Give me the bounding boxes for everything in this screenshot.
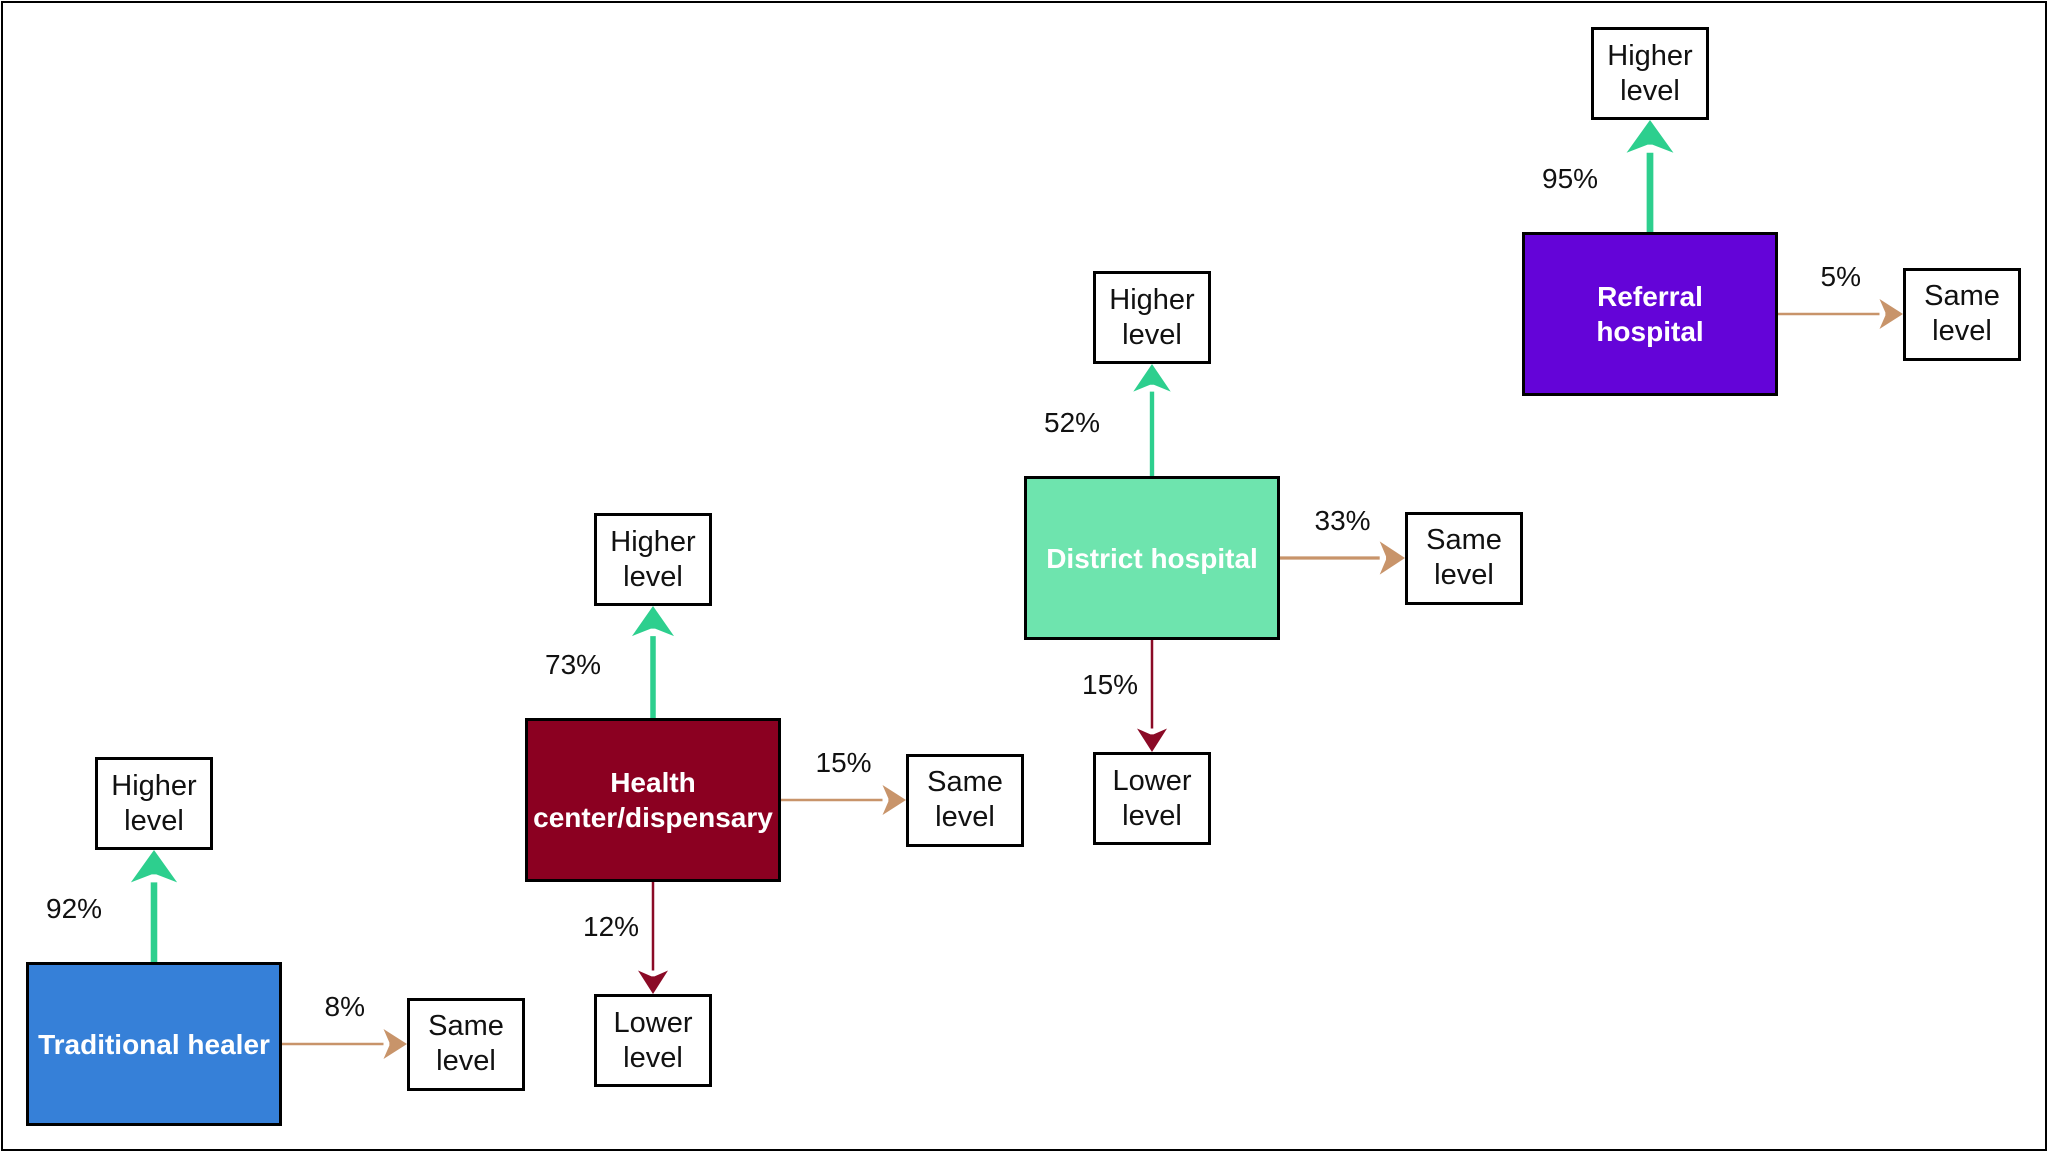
traditional-healer-same-pct: 8%	[324, 991, 365, 1022]
referral-hospital-same-level-box: Same level	[1903, 267, 2021, 361]
health-center-node: Health center/dispensary	[525, 718, 781, 882]
traditional-healer-label: Traditional healer	[38, 1028, 270, 1060]
referral-hospital-higher-level-box: Higher level	[1591, 27, 1709, 120]
referral-hospital-same-pct: 5%	[1820, 261, 1861, 292]
district-hospital-label: District hospital	[1046, 542, 1258, 574]
health-center-lower-level-box: Lower level	[594, 994, 712, 1087]
district-hospital-lower-pct: 15%	[1082, 669, 1139, 700]
district-hospital-same-level-box: Same level	[1405, 511, 1523, 605]
health-center-lower-pct: 12%	[583, 911, 640, 942]
district-hospital-lower-arrow-head	[1137, 728, 1167, 752]
traditional-healer-higher-pct: 92%	[46, 893, 103, 924]
traditional-healer-same-arrow-head	[383, 1029, 407, 1059]
health-center-higher-pct: 73%	[545, 649, 602, 680]
district-hospital-node: District hospital	[1024, 476, 1280, 640]
referral-hospital-node: Referral hospital	[1522, 232, 1778, 396]
health-center-higher-arrow-head	[631, 606, 675, 637]
district-hospital-lower-level-box: Lower level	[1093, 752, 1211, 845]
health-center-same-arrow-head	[882, 785, 906, 815]
district-hospital-higher-level-box: Higher level	[1093, 271, 1211, 364]
referral-hospital-higher-arrow-head	[1626, 120, 1674, 153]
health-center-same-pct: 15%	[815, 747, 872, 778]
district-hospital-same-pct: 33%	[1314, 505, 1371, 536]
referral-hospital-label: Referral hospital	[1596, 281, 1704, 347]
referral-hospital-higher-pct: 95%	[1542, 163, 1599, 194]
traditional-healer-same-level-box: Same level	[407, 997, 525, 1091]
traditional-healer-higher-level-box: Higher level	[95, 757, 213, 850]
referral-hospital-same-arrow-head	[1879, 299, 1903, 329]
health-center-lower-arrow-head	[638, 970, 668, 994]
district-hospital-same-arrow-head	[1379, 541, 1405, 575]
traditional-healer-higher-arrow-head	[130, 850, 178, 883]
traditional-healer-node: Traditional healer	[26, 962, 282, 1126]
health-center-label: Health center/dispensary	[533, 767, 773, 833]
health-center-higher-level-box: Higher level	[594, 513, 712, 606]
district-hospital-higher-arrow-head	[1133, 364, 1171, 392]
district-hospital-higher-pct: 52%	[1044, 407, 1101, 438]
health-center-same-level-box: Same level	[906, 753, 1024, 847]
